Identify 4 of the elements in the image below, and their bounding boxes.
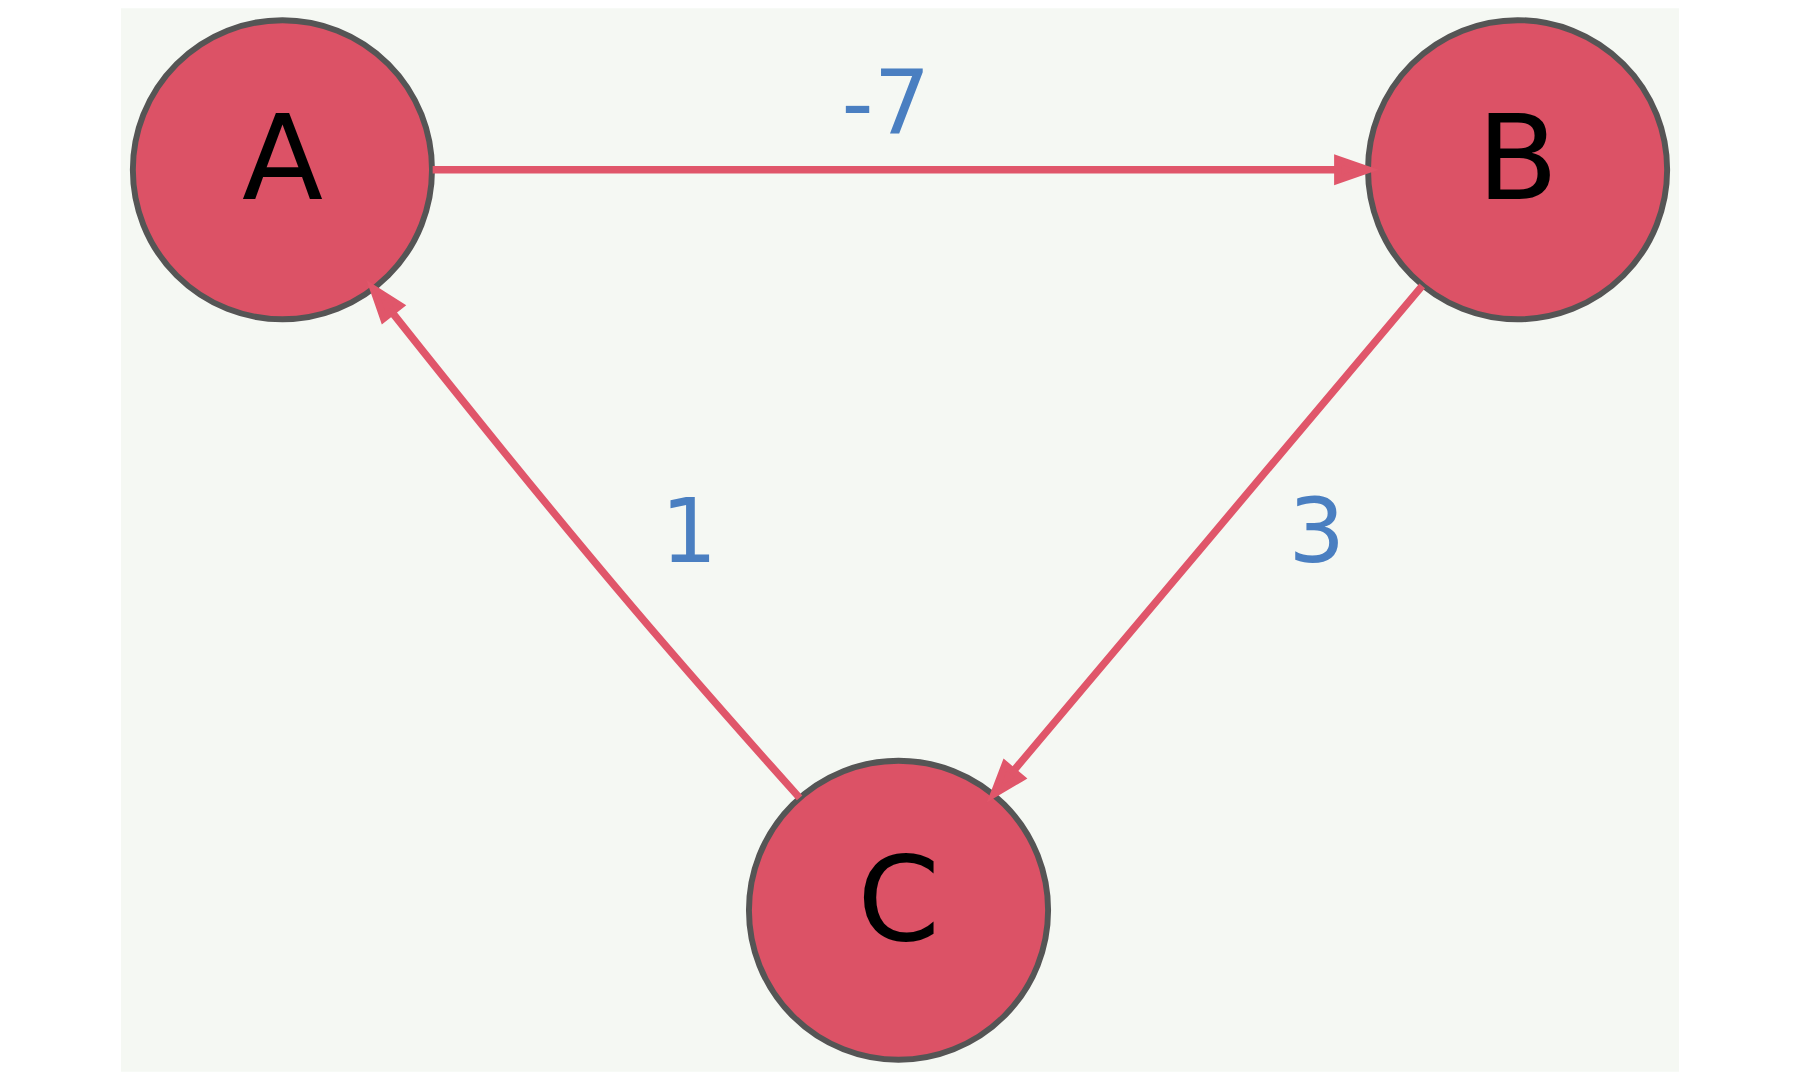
node-circle: B [1365, 17, 1671, 323]
edge-label: 3 [1288, 480, 1346, 584]
edge-label: 1 [660, 480, 718, 584]
edge-label: -7 [841, 52, 931, 156]
